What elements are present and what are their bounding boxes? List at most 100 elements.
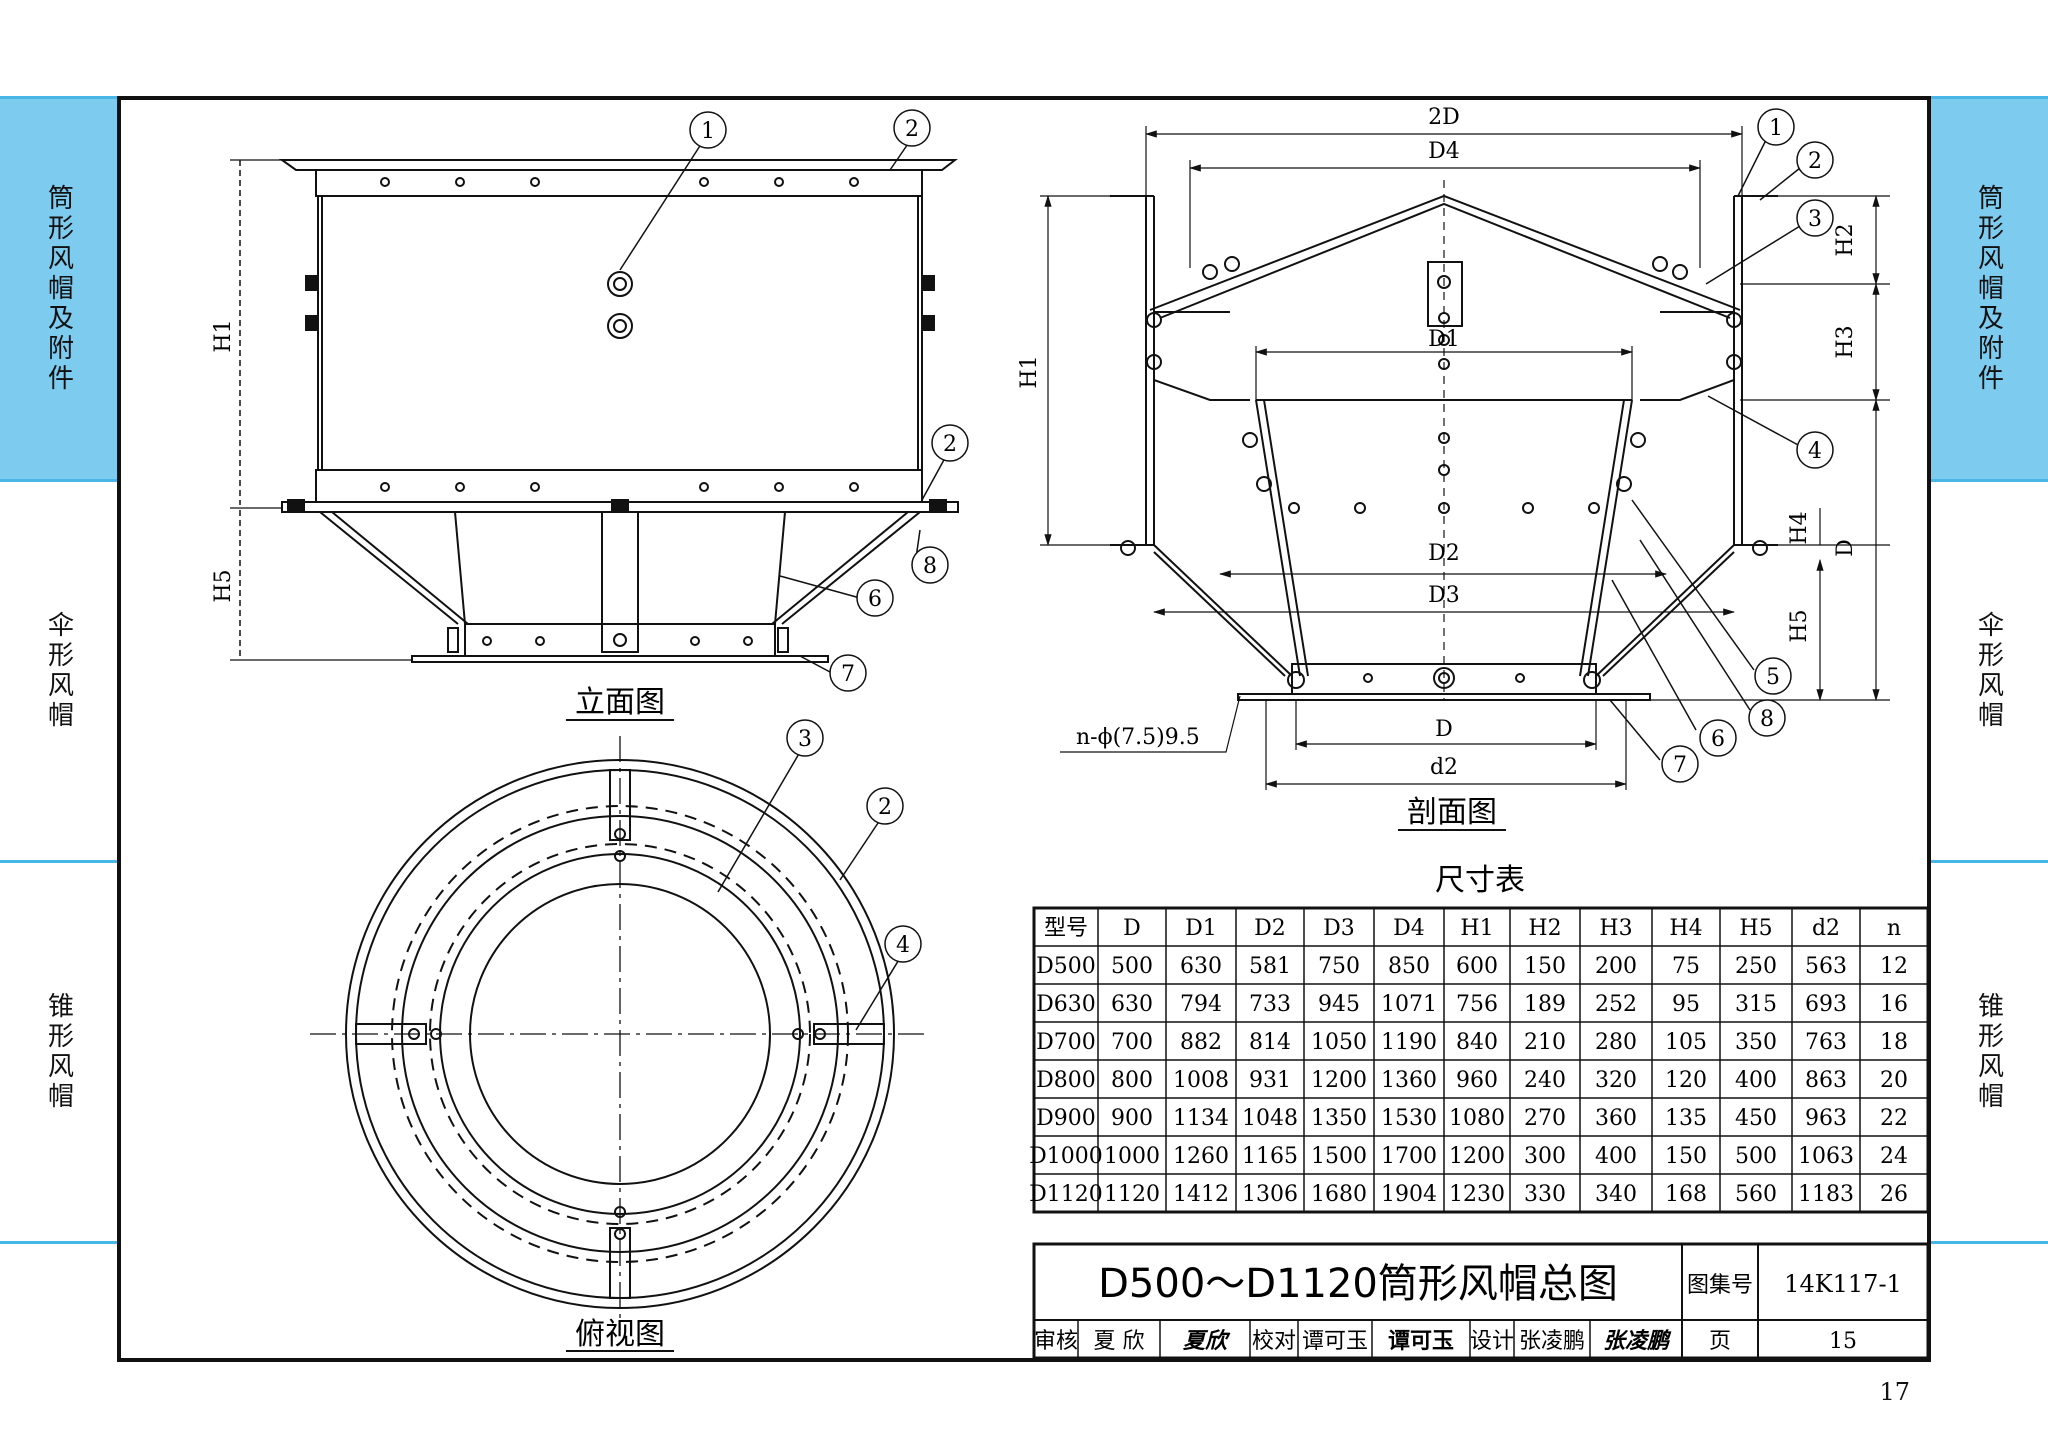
table-cell: 20: [1880, 1068, 1908, 1093]
table-cell: 794: [1180, 992, 1222, 1017]
title-block-signatures: 审核 夏 欣 夏欣 校对 谭可玉 谭可玉 设计 张凌鹏 张凌鹏 页 15: [1034, 1328, 1857, 1354]
side-tab-cone-cap[interactable]: 锥形风帽: [43, 992, 74, 1112]
table-cell: 1165: [1242, 1144, 1298, 1169]
callout-3: 3: [1808, 207, 1822, 232]
check-label: 校对: [1252, 1329, 1296, 1354]
table-cell: D1120: [1029, 1182, 1103, 1207]
table-cell: D1000: [1029, 1144, 1103, 1169]
dimension-table-title: 尺寸表: [1435, 863, 1525, 898]
tab-divider: [1930, 1241, 2048, 1244]
elevation-dim-h1: H1: [211, 319, 236, 352]
table-cell: 1500: [1311, 1144, 1367, 1169]
table-cell: 1200: [1449, 1144, 1505, 1169]
reviewer: 夏 欣: [1094, 1329, 1145, 1354]
dim-d1: D1: [1428, 327, 1460, 352]
table-cell: 300: [1524, 1144, 1566, 1169]
callout-6: 6: [868, 587, 882, 612]
plan-view: [310, 736, 930, 1330]
table-header-cell: D4: [1393, 916, 1425, 941]
table-cell: 963: [1805, 1106, 1847, 1131]
table-cell: 1063: [1798, 1144, 1854, 1169]
table-cell: 693: [1805, 992, 1847, 1017]
table-cell: 340: [1595, 1182, 1637, 1207]
table-header-cell: H4: [1669, 916, 1702, 941]
table-cell: 1080: [1449, 1106, 1505, 1131]
table-cell: 400: [1595, 1144, 1637, 1169]
tab-divider: [1930, 96, 2048, 99]
table-cell: 252: [1595, 992, 1637, 1017]
table-cell: 763: [1805, 1030, 1847, 1055]
table-cell: D900: [1036, 1106, 1096, 1131]
section-bolts: [1120, 256, 1768, 689]
callout-1: 1: [701, 119, 715, 144]
side-tab-umbrella-cap-right[interactable]: 伞形风帽: [1973, 611, 2004, 731]
table-cell: 18: [1880, 1030, 1908, 1055]
tab-divider: [0, 860, 118, 863]
elevation-callout-numbers: 1 2 2 8 6 7: [701, 117, 957, 687]
table-header-cell: d2: [1812, 916, 1840, 941]
table-cell: 280: [1595, 1030, 1637, 1055]
table-header-cell: H2: [1528, 916, 1561, 941]
side-tab-cylindrical-cap-right[interactable]: 筒形风帽及附件: [1930, 99, 2048, 479]
elevation-holes: [380, 177, 859, 646]
plan-callout-numbers: 3 2 4: [798, 727, 910, 958]
callout-2: 2: [943, 432, 957, 457]
table-cell: 850: [1388, 954, 1430, 979]
table-cell: 500: [1111, 954, 1153, 979]
dim-d2: D2: [1428, 541, 1460, 566]
elevation-view-title: 立面图: [575, 685, 665, 720]
table-cell: 814: [1249, 1030, 1291, 1055]
elevation-view: [230, 159, 959, 663]
tab-divider: [1930, 860, 2048, 863]
table-cell: D500: [1036, 954, 1096, 979]
title-block: [1032, 1242, 1930, 1360]
dim-d-side: D: [1833, 539, 1858, 557]
plan-callouts: [717, 719, 922, 1031]
table-cell: 24: [1880, 1144, 1908, 1169]
table-cell: 315: [1735, 992, 1777, 1017]
table-cell: 800: [1111, 1068, 1153, 1093]
drawing-title: D500～D1120筒形风帽总图: [1098, 1261, 1618, 1307]
table-cell: 1260: [1173, 1144, 1229, 1169]
table-header-cell: D2: [1254, 916, 1286, 941]
table-cell: 105: [1665, 1030, 1707, 1055]
table-cell: 200: [1595, 954, 1637, 979]
review-label: 审核: [1034, 1329, 1078, 1354]
table-cell: 630: [1111, 992, 1153, 1017]
side-tab-cylindrical-cap[interactable]: 筒形风帽及附件: [0, 99, 118, 479]
table-cell: 95: [1672, 992, 1700, 1017]
table-cell: 1230: [1449, 1182, 1505, 1207]
table-cell: 250: [1735, 954, 1777, 979]
callout-3: 3: [798, 727, 812, 752]
reviewer-signature: 夏欣: [1183, 1328, 1231, 1354]
table-cell: 22: [1880, 1106, 1908, 1131]
callout-6: 6: [1711, 727, 1725, 752]
sheet-page-number: 15: [1829, 1329, 1857, 1354]
table-cell: 330: [1524, 1182, 1566, 1207]
table-cell: 210: [1524, 1030, 1566, 1055]
table-cell: 1000: [1104, 1144, 1160, 1169]
section-callout-numbers: 1 2 3 4 5 8 6 7: [1673, 116, 1822, 778]
table-cell: 931: [1249, 1068, 1291, 1093]
table-cell: 1120: [1104, 1182, 1160, 1207]
side-tab-cone-cap-right[interactable]: 锥形风帽: [1973, 992, 2004, 1112]
table-cell: D700: [1036, 1030, 1096, 1055]
side-tab-umbrella-cap[interactable]: 伞形风帽: [43, 611, 74, 731]
table-cell: 135: [1665, 1106, 1707, 1131]
dim-h1: H1: [1017, 355, 1042, 388]
tab-divider: [0, 1241, 118, 1244]
table-cell: 1071: [1381, 992, 1437, 1017]
table-cell: 1412: [1173, 1182, 1229, 1207]
callout-2: 2: [905, 117, 919, 142]
callout-2: 2: [878, 795, 892, 820]
table-cell: 600: [1456, 954, 1498, 979]
table-header-cell: D3: [1323, 916, 1355, 941]
table-cell: 16: [1880, 992, 1908, 1017]
table-cell: 360: [1595, 1106, 1637, 1131]
dim-d4: D4: [1428, 139, 1460, 164]
dim-d: D: [1435, 717, 1453, 742]
table-cell: 1350: [1311, 1106, 1367, 1131]
elevation-dim-h5: H5: [211, 569, 236, 602]
